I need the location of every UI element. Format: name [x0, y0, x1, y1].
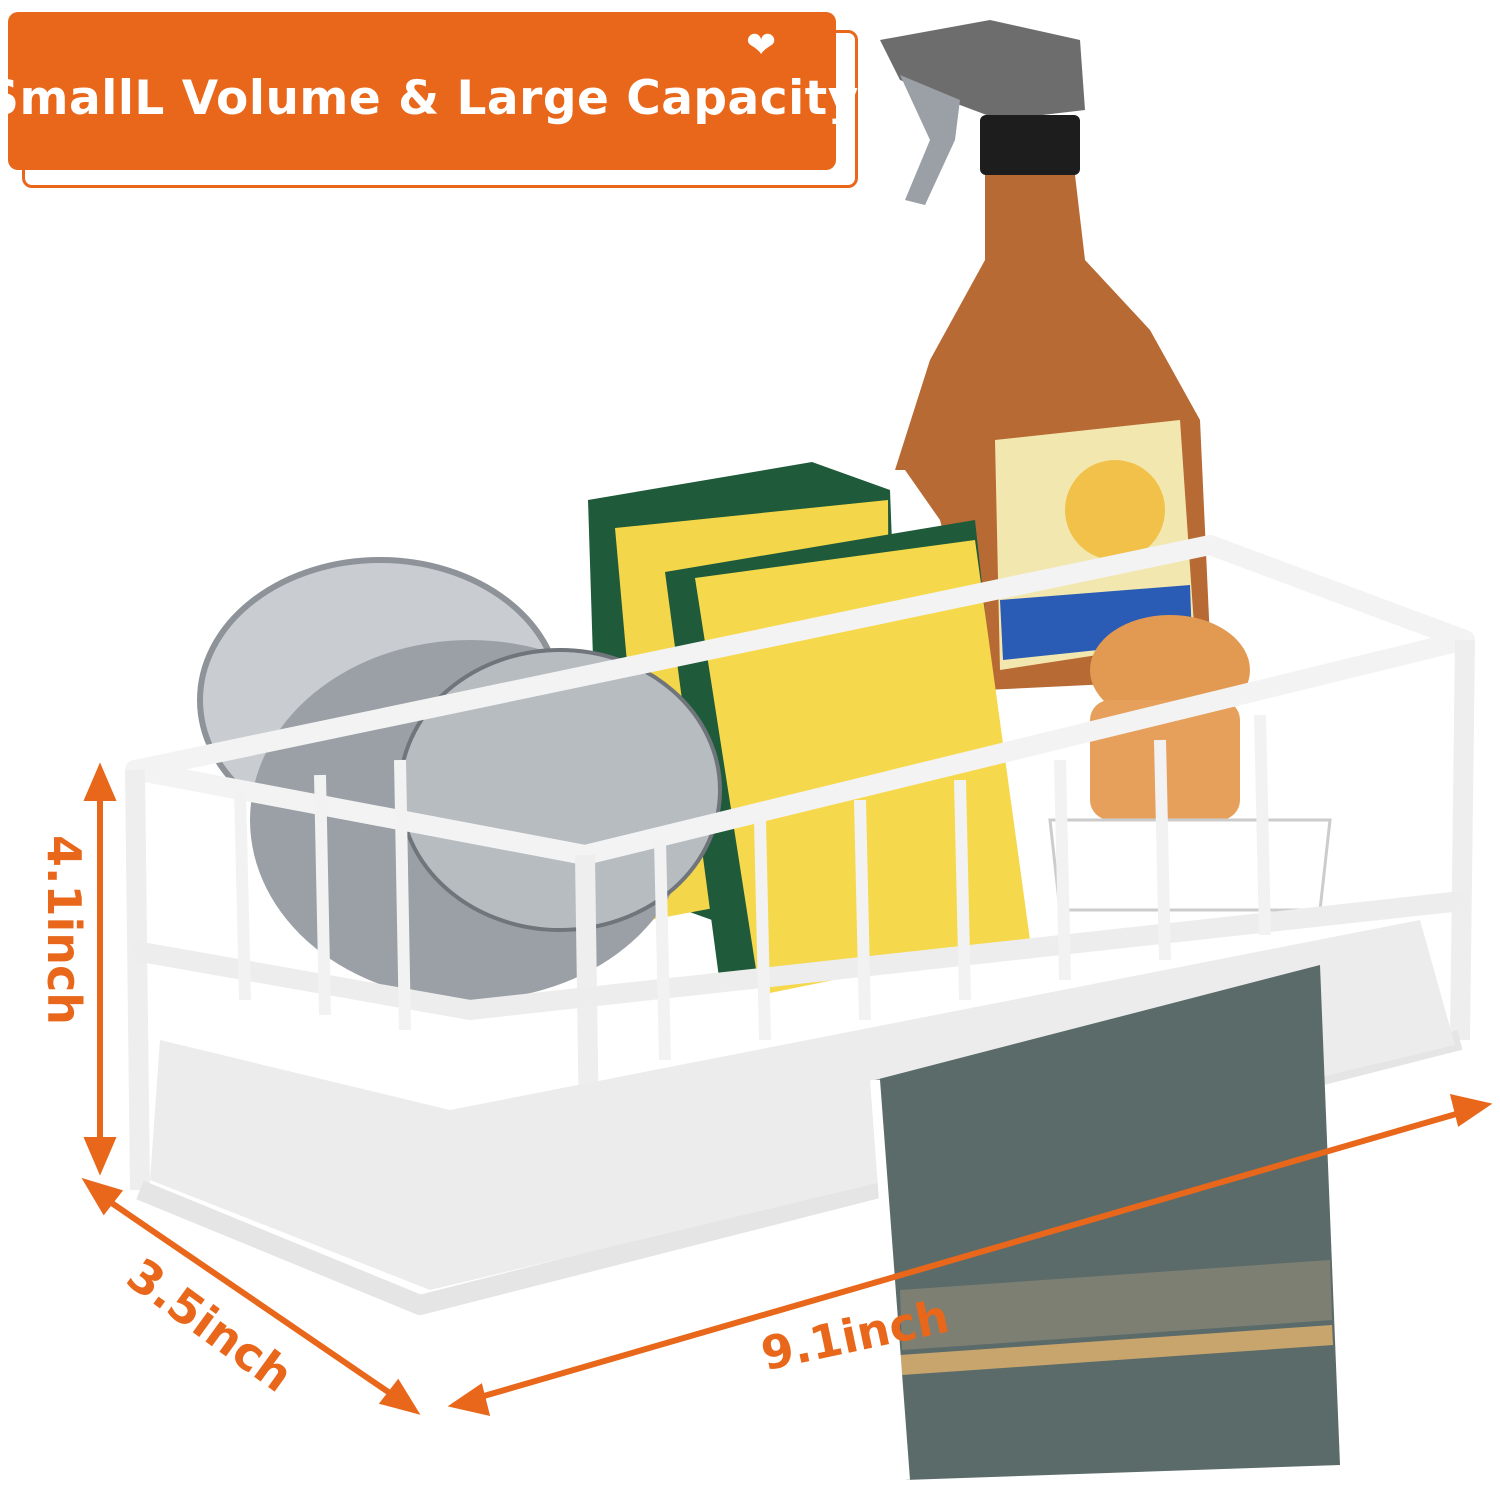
dish-brush: [1048, 615, 1332, 912]
banner-title: SmallL Volume & Large Capacity: [0, 70, 859, 126]
dimension-arrows: [81, 762, 1493, 1416]
headline-banner: ❤ SmallL Volume & Large Capacity: [0, 12, 858, 170]
hand-towel: [870, 965, 1340, 1481]
height-dimension-label: 4.1inch: [37, 834, 91, 1026]
drip-tray: [150, 920, 1455, 1290]
heart-icon: ❤: [746, 25, 777, 66]
